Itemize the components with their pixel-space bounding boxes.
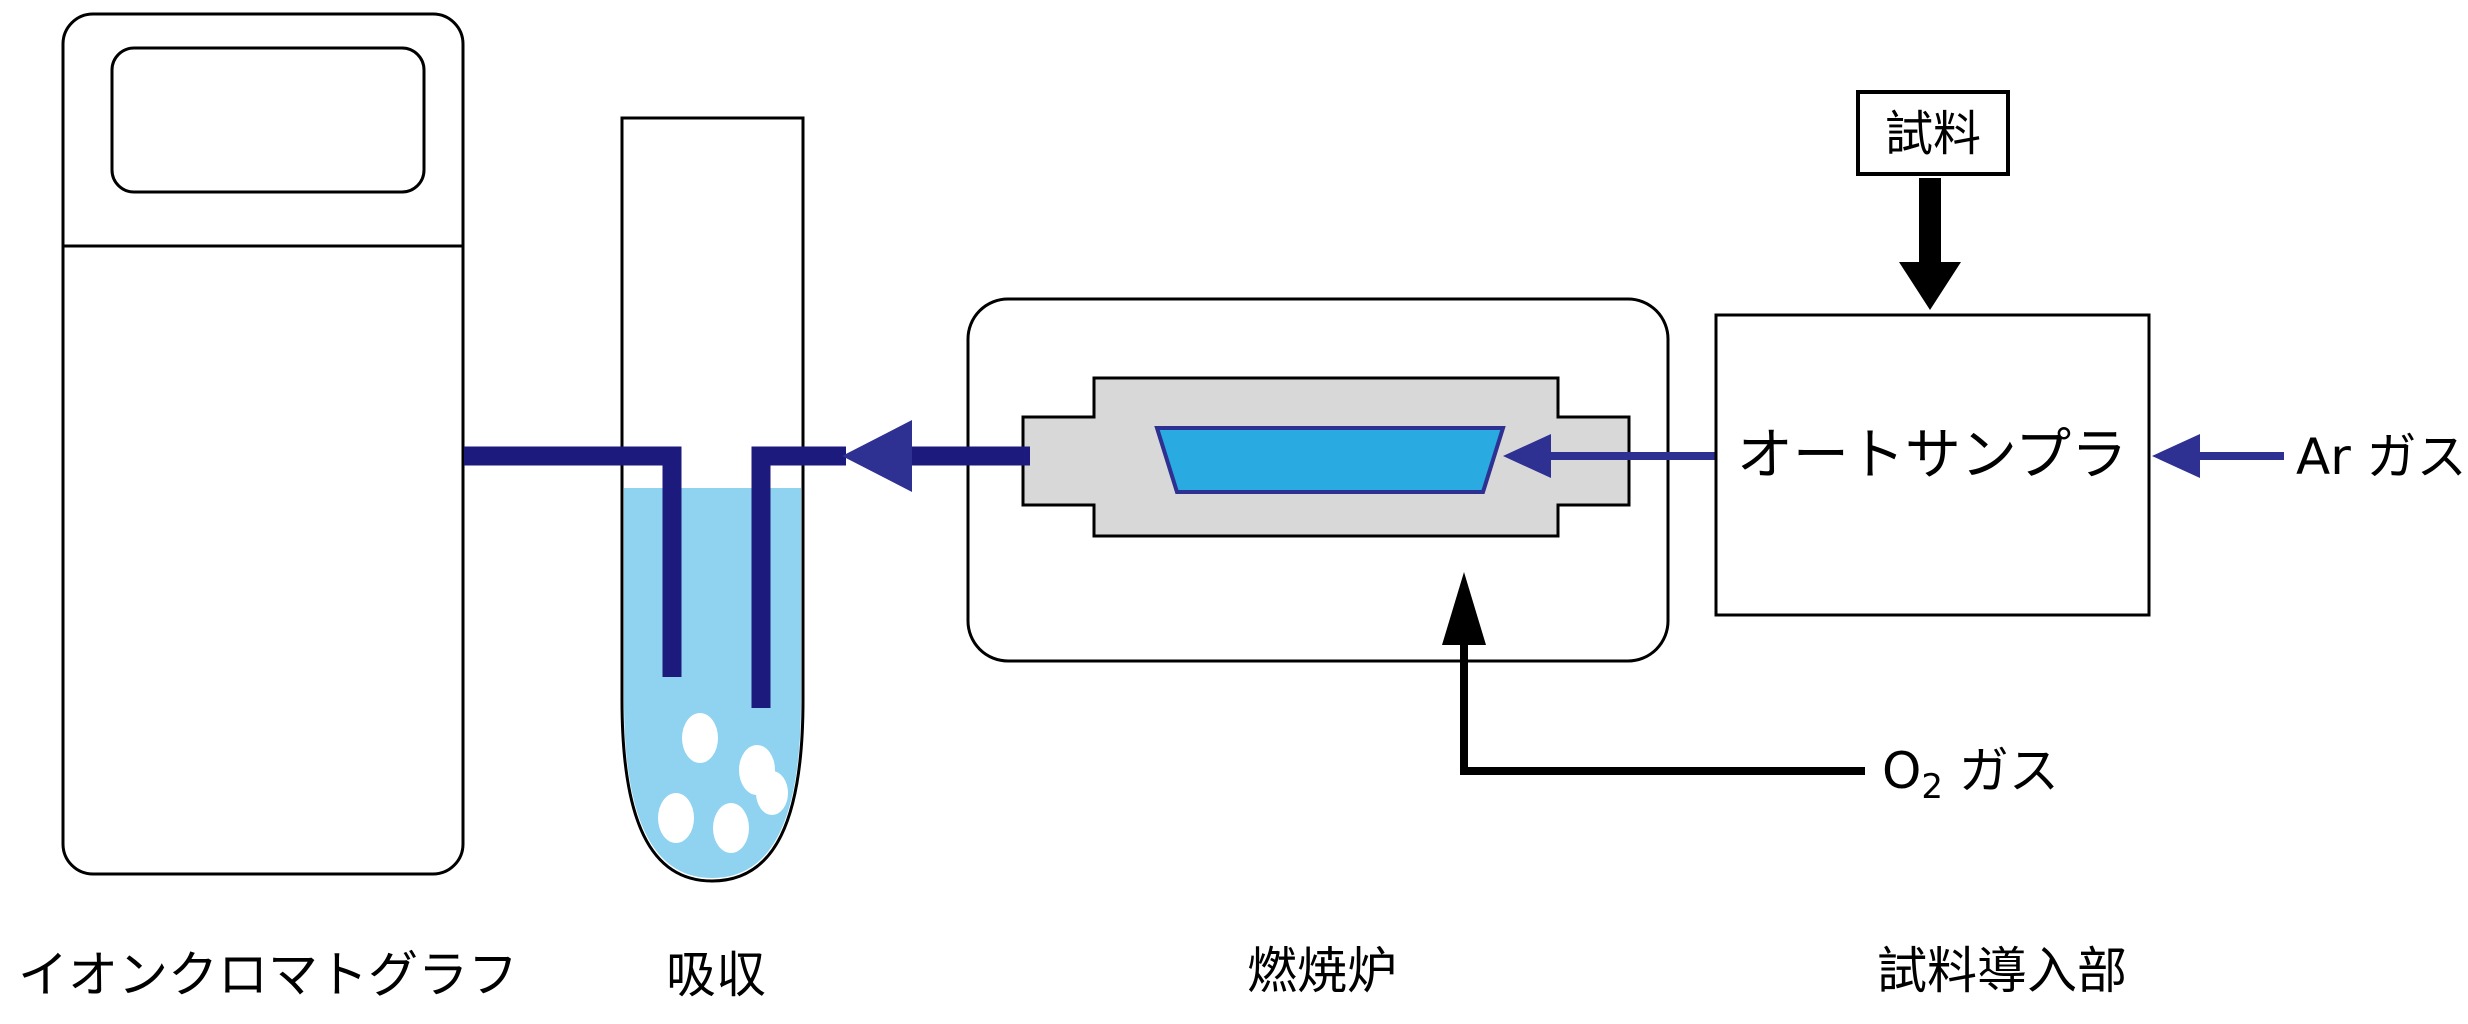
bubble-icon — [756, 771, 788, 815]
pipe-tube-to-chromatograph — [464, 446, 682, 677]
autosampler-label: オートサンプラ — [1737, 423, 2127, 488]
autosampler-box — [1714, 313, 2151, 617]
bubble-icon — [713, 803, 749, 853]
sample-arrow-down-icon — [1899, 262, 1961, 310]
sample-introduction-caption: 試料導入部 — [1877, 942, 2127, 1000]
sample-label: 試料 — [1885, 106, 1981, 162]
ion-chromatograph-display — [110, 46, 426, 194]
o2-element-text: O — [1882, 742, 1921, 800]
ar-gas-arrow-icon — [2152, 434, 2200, 478]
o2-subscript-text: 2 — [1921, 767, 1943, 807]
sample-box — [1856, 90, 2010, 176]
absorption-liquid — [624, 488, 801, 878]
pipe-furnace-to-tube — [751, 446, 846, 708]
ion-chromatograph-caption: イオンクロマトグラフ — [18, 946, 518, 1004]
absorption-caption: 吸収 — [666, 946, 766, 1004]
furnace-caption: 燃焼炉 — [1247, 942, 1397, 1000]
bubble-icon — [658, 793, 694, 843]
o2-gas-label: O2 ガス — [1882, 742, 2059, 807]
bubble-icon — [682, 713, 718, 763]
o2-gas-line — [1460, 640, 1865, 775]
ion-chromatograph-body — [61, 12, 465, 876]
carrier-gas-arrow-icon — [1503, 434, 1551, 478]
o2-suffix-text: ガス — [1943, 742, 2059, 800]
sample-arrow-shaft — [1919, 178, 1941, 266]
o2-gas-arrow-up-icon — [1442, 572, 1486, 645]
sample-boat — [1154, 426, 1506, 494]
flow-arrow-left-icon — [842, 420, 912, 492]
ar-gas-label: Ar ガス — [2296, 428, 2467, 486]
